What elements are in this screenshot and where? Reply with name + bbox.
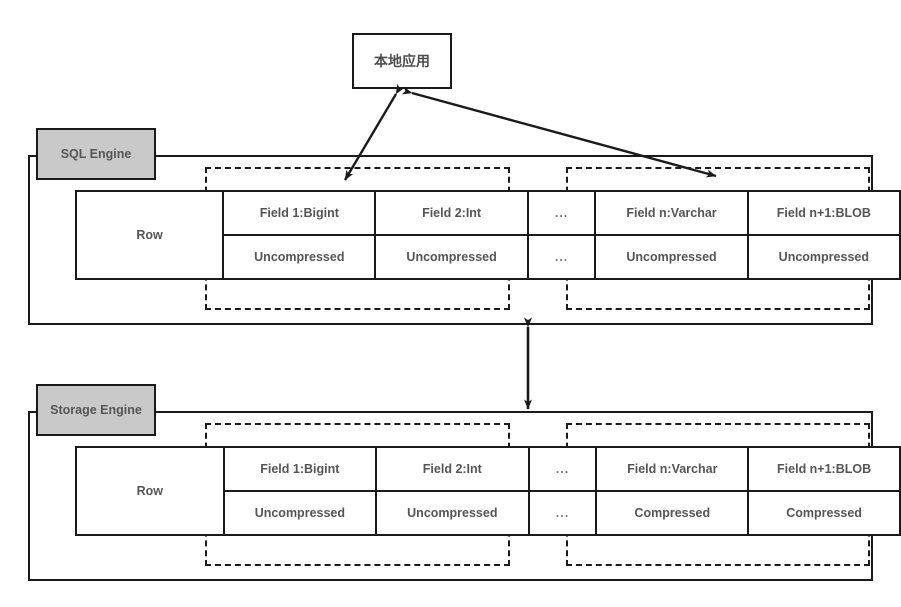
sql-engine-label-box: SQL Engine <box>36 128 156 180</box>
table-row-header: Row Field 1:Bigint Field 2:Int ... Field… <box>75 446 901 536</box>
sql-engine-label: SQL Engine <box>60 147 132 161</box>
field-state-2: Uncompressed <box>374 234 529 280</box>
row-label-cell: Row <box>75 446 225 536</box>
field-state-1: Uncompressed <box>222 490 378 536</box>
field-state-ellipsis: ... <box>527 490 598 536</box>
row-label-cell: Row <box>74 190 225 280</box>
field-header-n-plus-1: Field n+1:BLOB <box>746 190 901 236</box>
field-header-n: Field n:Varchar <box>594 190 749 236</box>
local-application-box[interactable]: 本地应用 <box>352 33 452 89</box>
field-header-ellipsis: ... <box>527 446 598 492</box>
table-row-state: Uncompressed Uncompressed ... Compressed… <box>76 490 901 536</box>
storage-engine-label-box: Storage Engine <box>36 384 156 436</box>
field-state-n: Compressed <box>595 490 750 536</box>
field-state-n: Uncompressed <box>594 234 749 280</box>
field-header-n: Field n:Varchar <box>595 446 750 492</box>
field-state-n-plus-1: Uncompressed <box>746 234 901 280</box>
field-header-1: Field 1:Bigint <box>222 446 378 492</box>
field-state-2: Uncompressed <box>375 490 530 536</box>
field-state-ellipsis: ... <box>526 234 597 280</box>
table-row-state: Uncompressed Uncompressed ... Uncompress… <box>76 234 901 280</box>
field-header-ellipsis: ... <box>526 190 597 236</box>
storage-engine-label: Storage Engine <box>50 403 142 417</box>
field-state-n-plus-1: Compressed <box>747 490 901 536</box>
field-header-1: Field 1:Bigint <box>222 190 377 236</box>
field-header-2: Field 2:Int <box>374 190 529 236</box>
field-header-2: Field 2:Int <box>375 446 530 492</box>
field-header-n-plus-1: Field n+1:BLOB <box>747 446 901 492</box>
sql-engine-row-table: Row Field 1:Bigint Field 2:Int ... Field… <box>74 190 901 280</box>
local-application-label: 本地应用 <box>374 53 430 69</box>
field-state-1: Uncompressed <box>222 234 377 280</box>
table-row-header: Row Field 1:Bigint Field 2:Int ... Field… <box>74 190 901 280</box>
storage-engine-row-table: Row Field 1:Bigint Field 2:Int ... Field… <box>75 446 901 536</box>
